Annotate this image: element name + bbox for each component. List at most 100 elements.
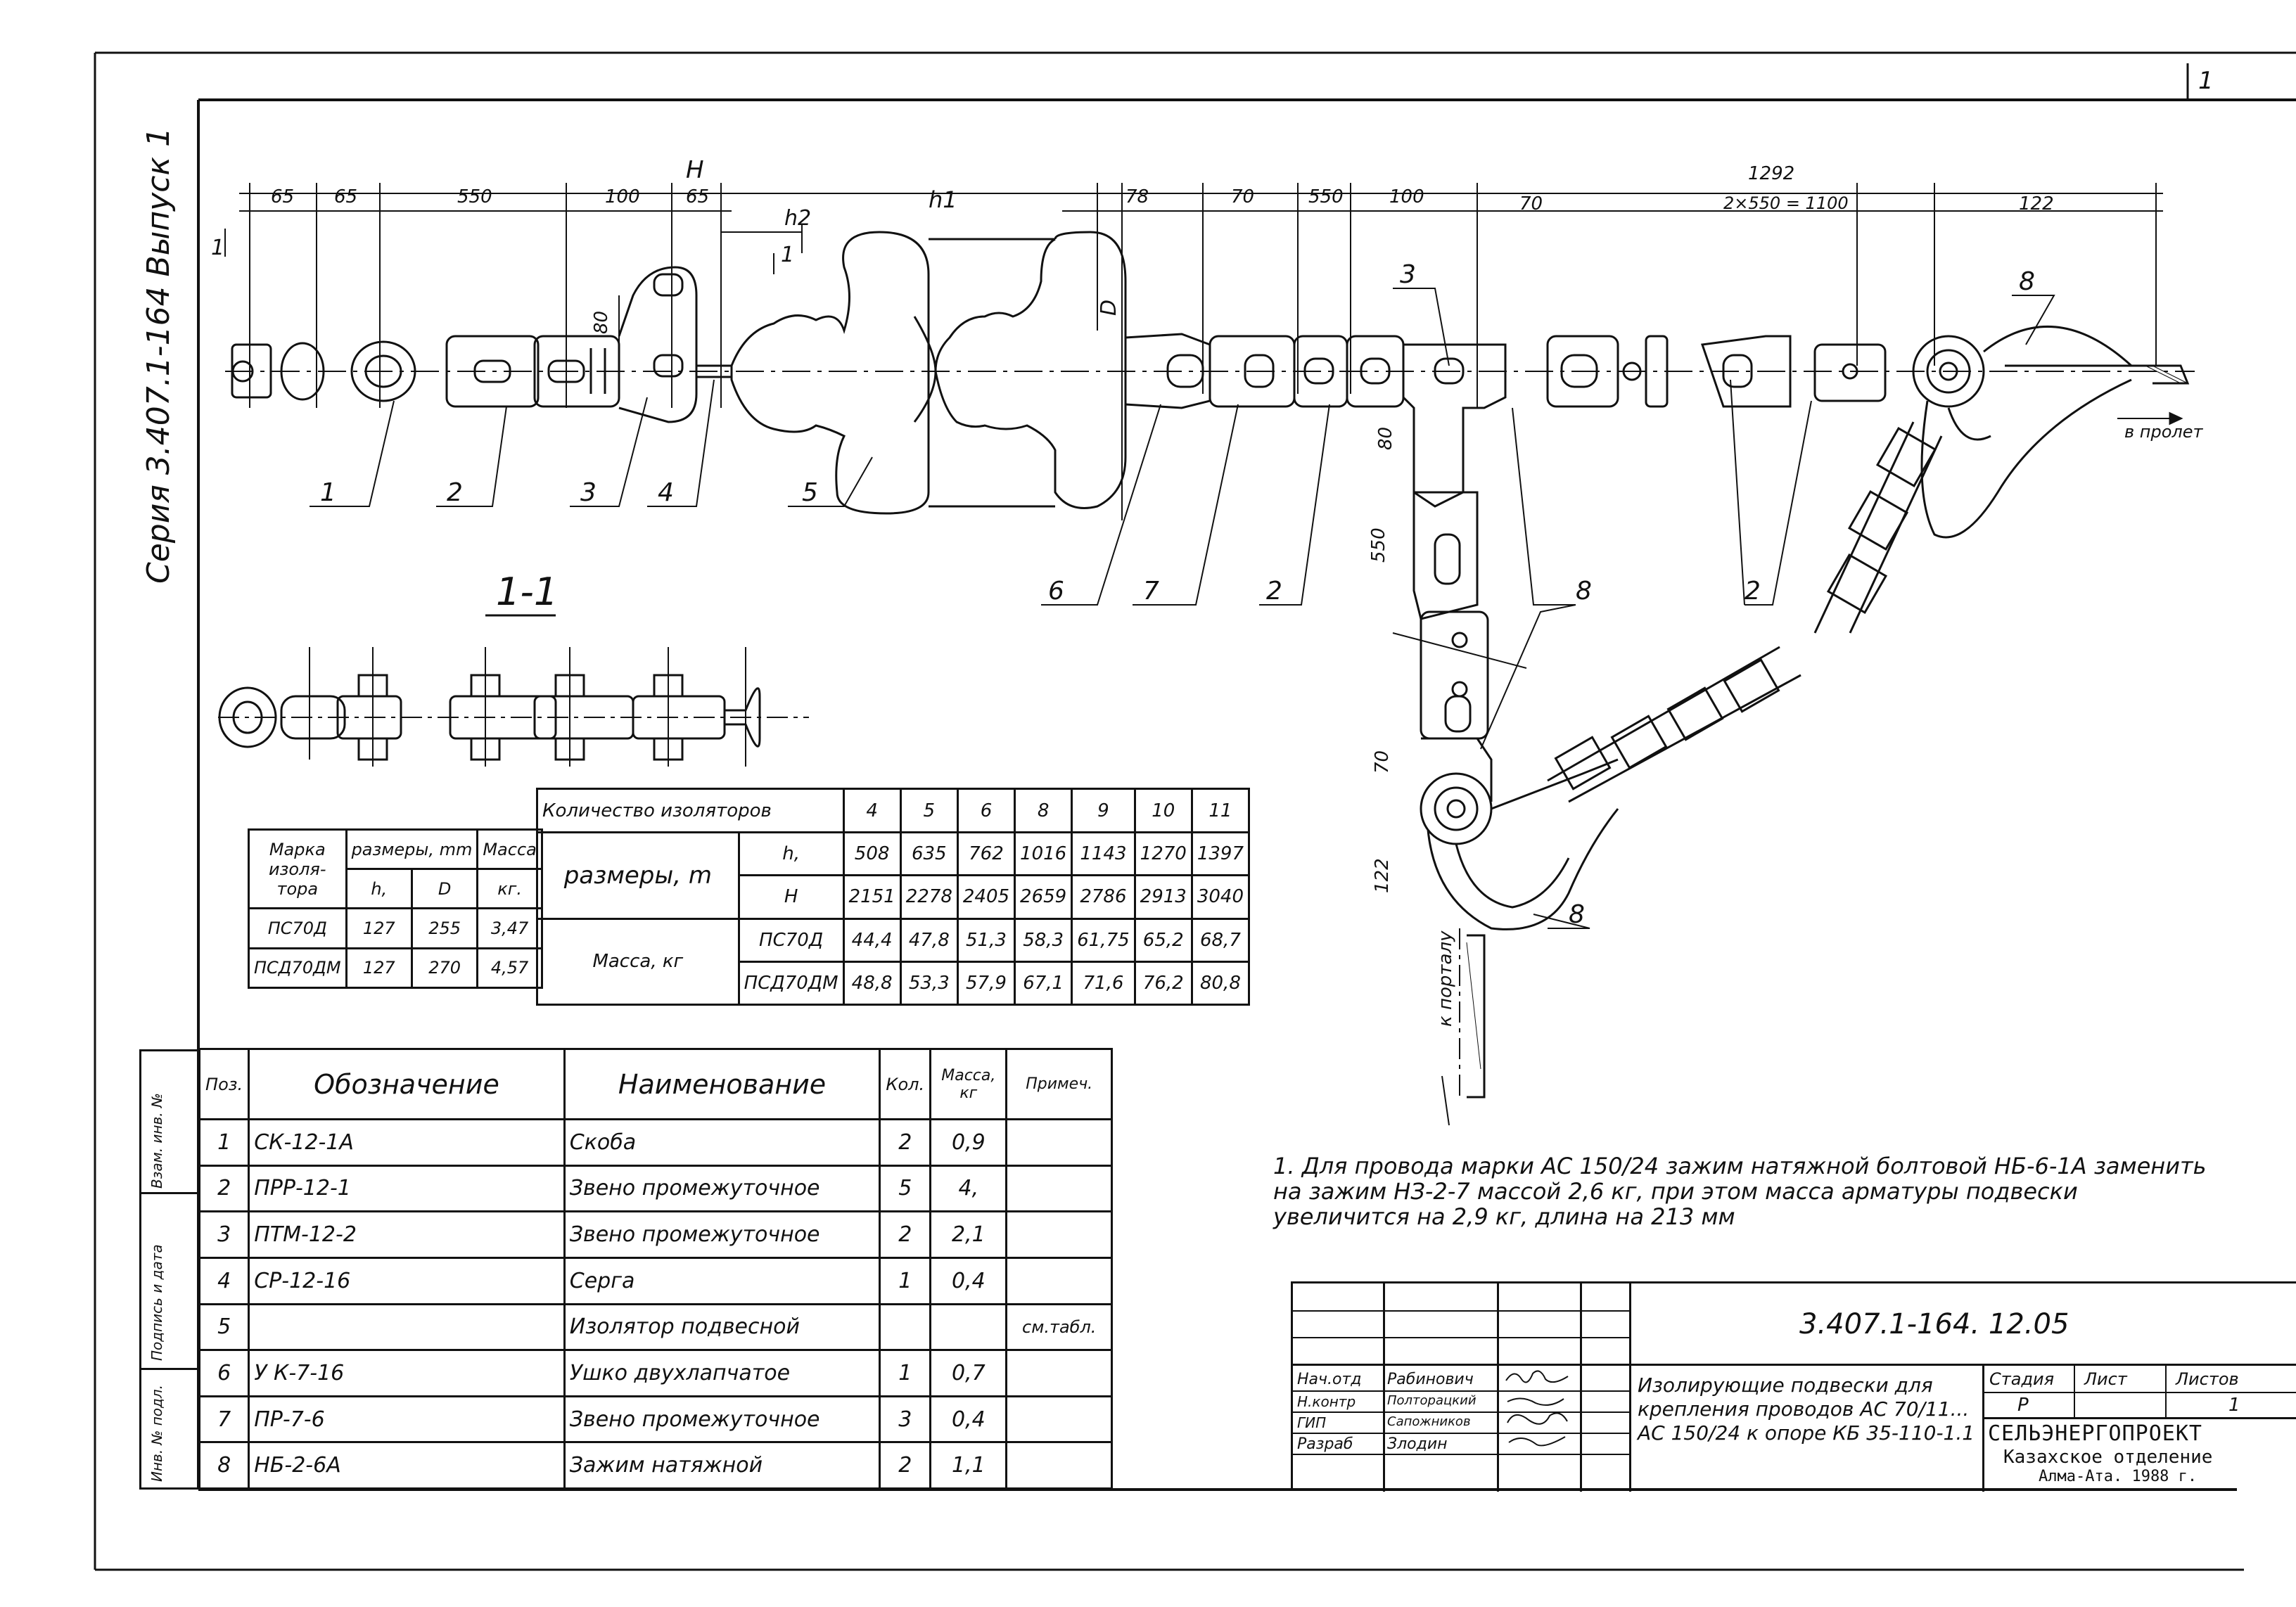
pos-label-4: 4: [658, 478, 674, 507]
pos-label-2r: 2: [1745, 577, 1761, 606]
spec-r4-pos: 4: [198, 1256, 250, 1305]
spec-r8-qty: 2: [879, 1441, 932, 1490]
pos-label-3r: 3: [1400, 260, 1416, 289]
ins-sub-h: h,: [345, 868, 413, 909]
ins-r2-D: 270: [410, 947, 479, 989]
ins-h-mark: Марка изоля- тора: [248, 828, 347, 909]
dim-78: 78: [1125, 186, 1149, 207]
spec-r1-note: [1005, 1118, 1113, 1167]
table-row: 6 У К-7-16 Ушко двухлапчатое 1 0,7: [198, 1349, 1113, 1397]
dim-D: D: [1097, 299, 1122, 316]
pos-label-8c: 8: [1569, 900, 1585, 929]
cnt-H-v6: 3040: [1190, 874, 1251, 920]
table-row: 3 ПТМ-12-2 Звено промежуточное 2 2,1: [198, 1210, 1113, 1259]
pos-label-8a: 8: [1576, 577, 1592, 606]
sheets-header: Листов: [2176, 1369, 2239, 1389]
spec-r3-note: [1005, 1210, 1113, 1259]
table-row: ПСД70ДМ 48,8 53,3 57,9 67,1 71,6 76,2 80…: [537, 960, 1251, 1006]
spec-r8-code: НБ-2-6А: [248, 1441, 566, 1490]
general-note: 1. Для провода марки АС 150/24 зажим нат…: [1273, 1153, 2207, 1230]
ins-r1-D: 255: [410, 907, 479, 949]
dim-1100: 2×550 = 1100: [1723, 193, 1849, 213]
cnt-H-v4: 2786: [1071, 874, 1136, 920]
role-2: Н.контр: [1297, 1393, 1356, 1410]
cnt-m2-v6: 80,8: [1190, 960, 1251, 1006]
spec-r1-qty: 2: [879, 1118, 932, 1167]
spec-r3-name: Звено промежуточное: [563, 1210, 881, 1259]
cnt-m1-v2: 51,3: [956, 917, 1016, 963]
cnt-m1-v4: 61,75: [1071, 917, 1136, 963]
spec-r7-qty: 3: [879, 1395, 932, 1444]
section-title: 1-1: [496, 570, 559, 614]
sheets-value: 1: [2228, 1395, 2240, 1416]
pos-label-2: 2: [447, 478, 463, 507]
name-4: Злодин: [1387, 1435, 1448, 1453]
dim-65c: 65: [686, 186, 710, 207]
cnt-m1-v3: 58,3: [1014, 917, 1073, 963]
spec-r2-name: Звено промежуточное: [563, 1164, 881, 1213]
pos-label-3: 3: [580, 478, 597, 507]
stage-header: Стадия: [1989, 1369, 2055, 1389]
spec-r6-qty: 1: [879, 1349, 932, 1397]
spec-r4-mass: 0,4: [929, 1256, 1008, 1305]
cnt-H-v0: 2151: [842, 874, 902, 920]
cnt-m2-label: ПСД70ДМ: [737, 960, 845, 1006]
spec-r7-mass: 0,4: [929, 1395, 1008, 1444]
spec-r3-qty: 2: [879, 1210, 932, 1259]
cnt-H-v2: 2405: [956, 874, 1016, 920]
dim-h1: h1: [929, 186, 957, 213]
name-2: Полторацкий: [1387, 1393, 1477, 1408]
side-stamp: Взам. инв. № Подпись и дата Инв. № подл.: [139, 1049, 198, 1490]
cnt-H-v3: 2659: [1014, 874, 1073, 920]
signatures: [1505, 1370, 1569, 1447]
spec-r5-name: Изолятор подвесной: [563, 1302, 881, 1352]
dim-80b: 80: [1375, 426, 1396, 450]
spec-r3-mass: 2,1: [929, 1210, 1008, 1259]
table-row: 1 СК-12-1А Скоба 2 0,9: [198, 1118, 1113, 1167]
dim-100b: 100: [1389, 186, 1424, 207]
spec-h-name: Наименование: [563, 1048, 881, 1120]
spec-r5-note: см.табл.: [1005, 1302, 1113, 1352]
cnt-m1-v1: 47,8: [899, 917, 959, 963]
arrow-portal-label: к порталу: [1435, 930, 1456, 1027]
cnt-m1-label: ПС70Д: [737, 917, 845, 963]
cnt-c6: 6: [956, 788, 1016, 833]
table-row: 7 ПР-7-6 Звено промежуточное 3 0,4: [198, 1395, 1113, 1444]
table-row: H 2151 2278 2405 2659 2786 2913 3040: [537, 874, 1251, 920]
spec-r6-pos: 6: [198, 1349, 250, 1397]
cnt-r-mass: Масса, кг: [536, 917, 740, 1006]
cnt-h1-v0: 508: [842, 831, 902, 877]
cnt-m2-v3: 67,1: [1014, 960, 1073, 1006]
ins-r1-h: 127: [345, 907, 413, 949]
ins-sub-D: D: [410, 868, 479, 909]
cnt-h1-v2: 762: [956, 831, 1016, 877]
dim-70b: 70: [1519, 193, 1543, 215]
spec-r5-code: [248, 1302, 566, 1352]
ins-h-sizes: размеры, mm: [345, 828, 479, 870]
side-stamp-1: Взам. инв. №: [148, 1093, 165, 1189]
pos-label-7: 7: [1143, 577, 1159, 606]
spec-r8-name: Зажим натяжной: [563, 1441, 881, 1490]
series-caption: Серия 3.407.1-164 Выпуск 1: [141, 127, 177, 584]
dim-65b: 65: [334, 186, 358, 207]
cut-mark-left: 1: [211, 236, 225, 260]
org-name: СЕЛЬЭНЕРГОПРОЕКТ: [1988, 1421, 2202, 1446]
count-table: Количество изоляторов 4 5 6 8 9 10 11 ра…: [536, 788, 1251, 1006]
ins-h-mass: Масса: [476, 828, 543, 870]
side-stamp-3: Инв. № подл.: [148, 1385, 165, 1482]
spec-h-code: Обозначение: [248, 1048, 566, 1120]
doc-title: Изолирующие подвески для крепления прово…: [1638, 1374, 1975, 1445]
org-branch: Казахское отделение: [2003, 1447, 2213, 1468]
table-row: ПСД70ДМ 127 270 4,57: [248, 947, 543, 989]
spec-r3-pos: 3: [198, 1210, 250, 1259]
spec-r4-note: [1005, 1256, 1113, 1305]
spec-r7-name: Звено промежуточное: [563, 1395, 881, 1444]
cnt-h1-v6: 1397: [1190, 831, 1251, 877]
cnt-h1-label: h,: [737, 831, 845, 877]
cut-mark-right: 1: [781, 243, 795, 267]
dim-70c: 70: [1372, 750, 1393, 774]
cnt-h1-v4: 1143: [1071, 831, 1136, 877]
dim-550a: 550: [457, 186, 492, 207]
spec-r2-pos: 2: [198, 1164, 250, 1213]
sheet-number: 1: [2198, 67, 2214, 95]
